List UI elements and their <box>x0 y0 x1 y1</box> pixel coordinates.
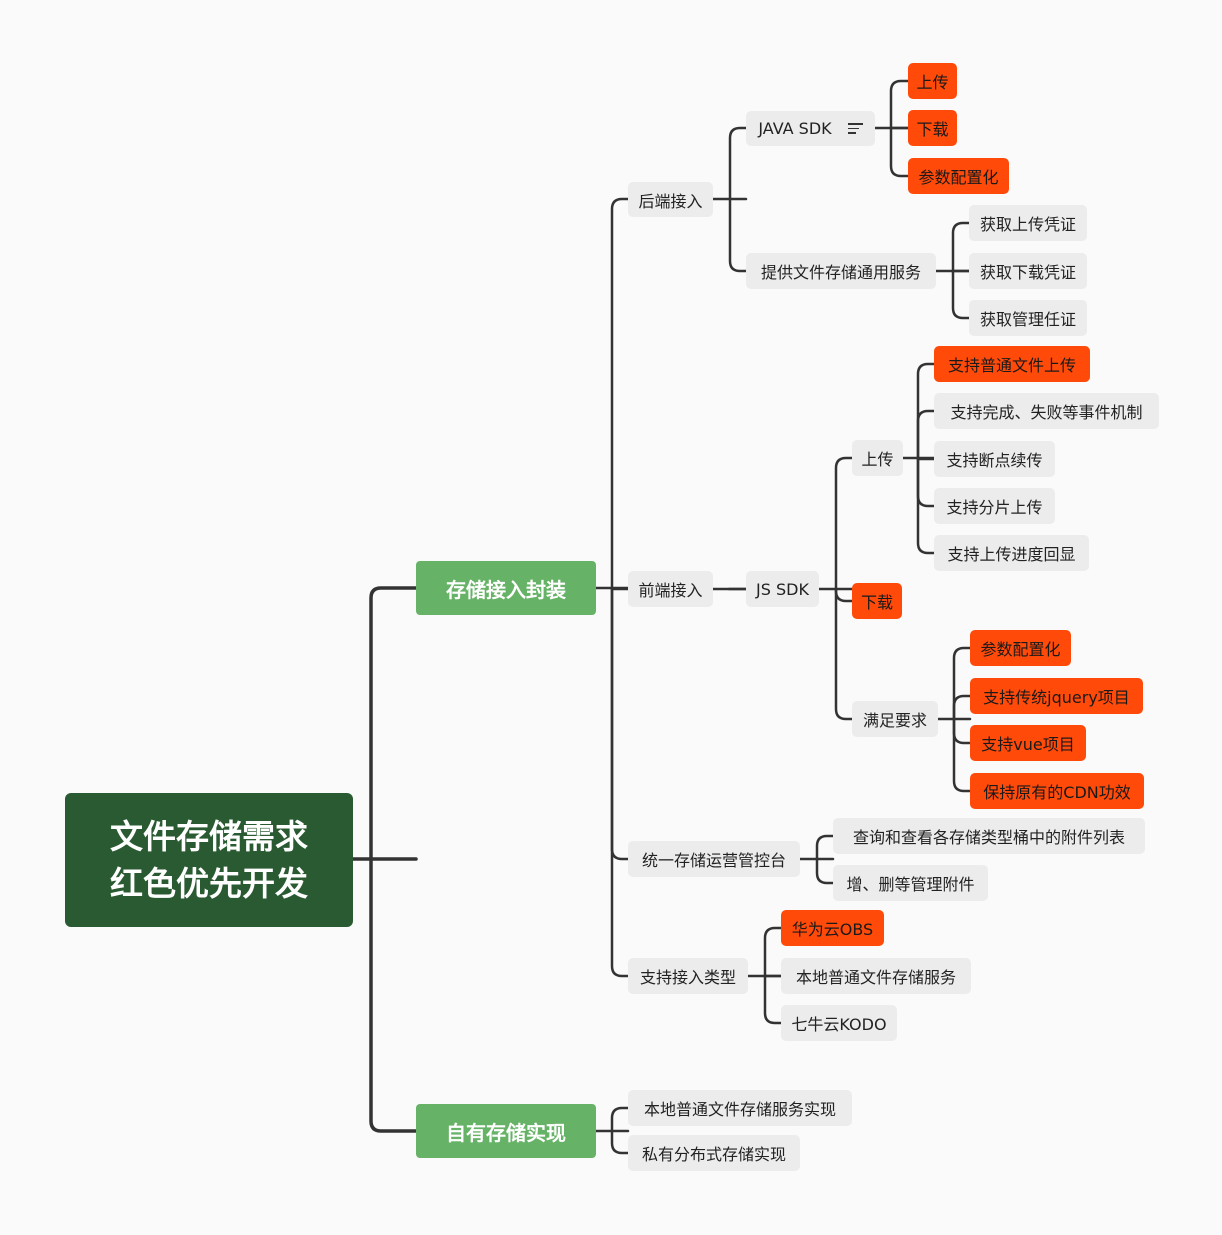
own-wire-link-1 <box>610 1129 630 1155</box>
own-local-storage-impl[interactable]: 本地普通文件存储服务实现 <box>628 1090 852 1126</box>
types-wire-link-0 <box>763 926 783 978</box>
branch-own-impl[interactable]: 自有存储实现 <box>416 1104 596 1158</box>
java-sdk-label: JAVA SDK <box>758 119 832 138</box>
req-wire-link-3 <box>952 717 972 793</box>
root-title-line1: 文件存储需求 <box>110 817 308 856</box>
req-cdn[interactable]: 保持原有的CDN功效 <box>970 773 1144 809</box>
req-wire-link-0 <box>952 646 972 721</box>
topic-js-download[interactable]: 下载 <box>852 583 902 619</box>
req-config[interactable]: 参数配置化 <box>970 630 1071 666</box>
root-wire-link-1 <box>369 857 418 1133</box>
topic-frontend[interactable]: 前端接入 <box>628 571 713 607</box>
topic-storage-service[interactable]: 提供文件存储通用服务 <box>746 253 936 289</box>
wrap-wire-link-0 <box>610 197 630 590</box>
upload-events[interactable]: 支持完成、失败等事件机制 <box>934 393 1159 429</box>
wrap-wire-link-2 <box>610 586 630 861</box>
topic-console[interactable]: 统一存储运营管控台 <box>628 841 800 877</box>
console-list-attachments[interactable]: 查询和查看各存储类型桶中的附件列表 <box>833 818 1145 854</box>
console-wire-link-0 <box>815 834 835 861</box>
type-qiniu-kodo[interactable]: 七牛云KODO <box>781 1005 897 1041</box>
types-wire-link-2 <box>763 974 783 1025</box>
topic-java-sdk[interactable]: JAVA SDK <box>746 111 875 146</box>
service-wire-link-2 <box>951 269 971 320</box>
own-distributed-storage-impl[interactable]: 私有分布式存储实现 <box>628 1135 800 1171</box>
upload-wire-link-4 <box>916 456 936 555</box>
topic-js-upload[interactable]: 上传 <box>852 440 903 476</box>
req-jquery[interactable]: 支持传统jquery项目 <box>970 678 1143 714</box>
console-manage-attachments[interactable]: 增、删等管理附件 <box>833 865 988 901</box>
java-wire-link-2 <box>889 126 910 178</box>
js-wire-link-0 <box>834 456 854 591</box>
console-wire-link-1 <box>815 857 835 885</box>
note-icon[interactable] <box>847 120 863 137</box>
root-title-line2: 红色优先开发 <box>110 864 308 903</box>
topic-js-sdk[interactable]: JS SDK <box>746 571 819 607</box>
service-manage-cred[interactable]: 获取管理任证 <box>969 300 1087 336</box>
req-wire-link-2 <box>952 717 972 745</box>
own-wire-link-0 <box>610 1106 630 1133</box>
topic-access-types[interactable]: 支持接入类型 <box>628 958 748 994</box>
upload-wire-link-0 <box>916 362 936 460</box>
upload-normal-file[interactable]: 支持普通文件上传 <box>934 346 1090 382</box>
root-wire-link-0 <box>369 586 418 861</box>
backend-wire-link-1 <box>728 197 748 273</box>
root-topic[interactable]: 文件存储需求 红色优先开发 <box>65 793 353 927</box>
java-wire-link-0 <box>889 79 910 130</box>
type-local-storage[interactable]: 本地普通文件存储服务 <box>781 958 971 994</box>
java-sdk-download[interactable]: 下载 <box>908 110 957 146</box>
upload-wire-link-1 <box>916 409 936 460</box>
upload-resume[interactable]: 支持断点续传 <box>934 441 1055 477</box>
req-vue[interactable]: 支持vue项目 <box>970 725 1086 761</box>
java-sdk-upload[interactable]: 上传 <box>908 63 957 99</box>
type-huawei-obs[interactable]: 华为云OBS <box>781 910 884 946</box>
service-download-cred[interactable]: 获取下载凭证 <box>969 253 1087 289</box>
wrap-wire-link-3 <box>610 586 630 978</box>
upload-progress[interactable]: 支持上传进度回显 <box>934 535 1089 571</box>
js-wire-link-1 <box>834 587 854 603</box>
service-upload-cred[interactable]: 获取上传凭证 <box>969 205 1087 241</box>
topic-requirements[interactable]: 满足要求 <box>852 701 938 737</box>
java-sdk-config[interactable]: 参数配置化 <box>908 158 1009 194</box>
upload-chunked[interactable]: 支持分片上传 <box>934 488 1055 524</box>
backend-wire-link-0 <box>728 126 748 201</box>
upload-wire-link-3 <box>916 456 936 508</box>
service-wire-link-0 <box>951 221 971 273</box>
branch-storage-wrap[interactable]: 存储接入封装 <box>416 561 596 615</box>
js-wire-link-2 <box>834 587 854 721</box>
topic-backend[interactable]: 后端接入 <box>628 182 713 217</box>
req-wire-link-1 <box>952 694 972 721</box>
